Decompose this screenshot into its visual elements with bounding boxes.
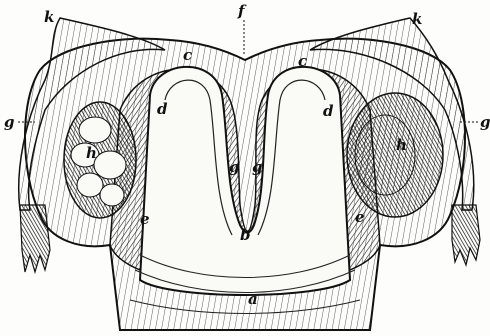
label-a: a [248, 290, 258, 308]
label-g-right: g [480, 113, 490, 131]
right-fimbria [452, 205, 480, 265]
label-k-left: k [44, 8, 54, 26]
label-g-inner-left: g [229, 158, 240, 176]
label-e-right: e [355, 208, 365, 226]
label-c-left: c [183, 46, 192, 64]
left-ovary [64, 102, 136, 218]
label-g-inner-right: g [252, 158, 263, 176]
label-b: b [240, 226, 251, 244]
label-g-left: g [4, 113, 15, 131]
label-f: f [237, 2, 247, 20]
label-h-right: h [396, 136, 407, 154]
right-ovary [347, 93, 443, 217]
label-d-left: d [157, 100, 168, 118]
label-d-right: d [323, 102, 334, 120]
label-k-right: k [412, 10, 422, 28]
left-fimbria [20, 205, 50, 272]
label-c-right: c [298, 52, 307, 70]
label-e-left: e [140, 210, 150, 228]
label-h-left: h [86, 144, 97, 162]
